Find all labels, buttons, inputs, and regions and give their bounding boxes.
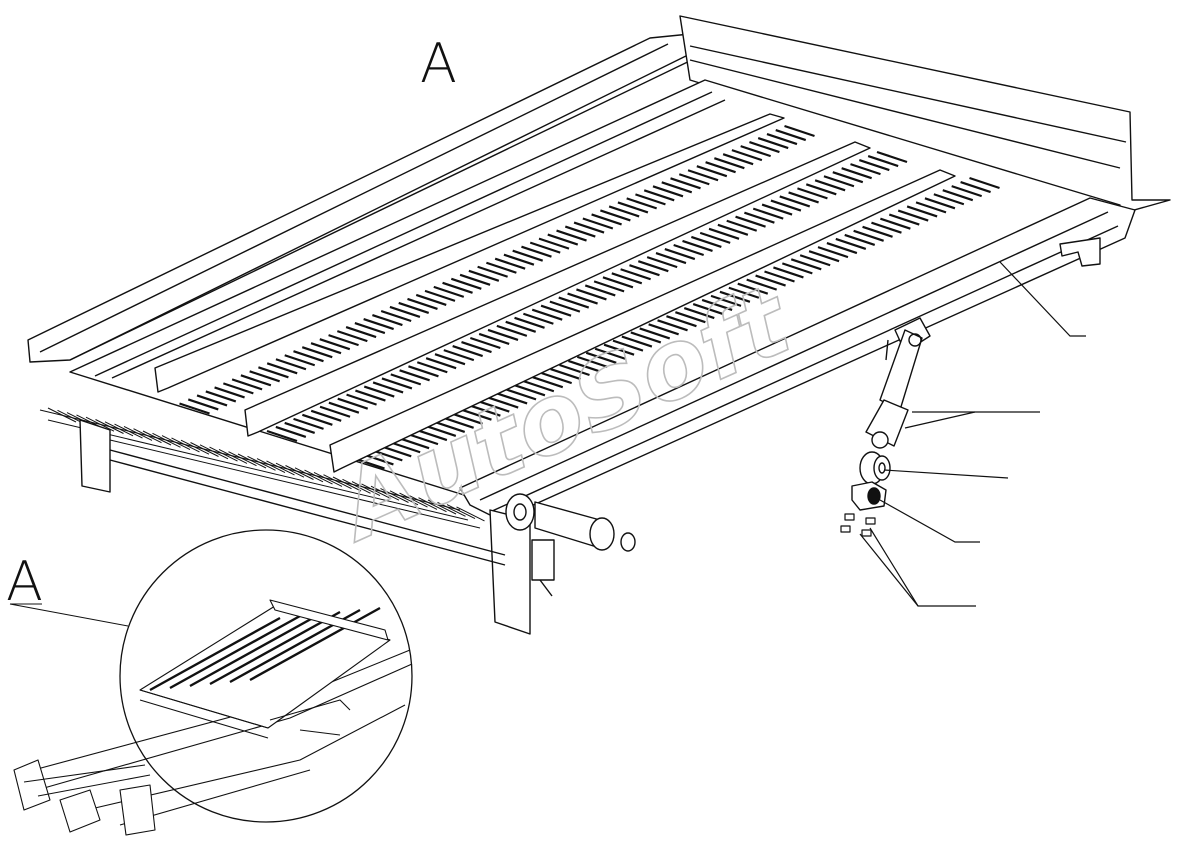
right-side-rail <box>459 197 1136 521</box>
right-bracket <box>1059 237 1101 267</box>
location-detail-view <box>9 529 413 836</box>
front-left-leg <box>79 419 111 493</box>
chassis-frame <box>13 649 413 836</box>
clips <box>840 513 876 537</box>
bearing-housing <box>851 481 887 511</box>
bushing <box>859 451 891 485</box>
detail-leader <box>9 603 129 627</box>
leader-line-bushing <box>883 469 1009 479</box>
sieve-assembly <box>27 15 1171 635</box>
crank-arm <box>865 317 931 449</box>
leader-line-crank-arm <box>904 411 1040 429</box>
view-label-detail: A <box>6 550 43 613</box>
leader-line-rail <box>999 261 1086 337</box>
front-wire-grid <box>39 407 485 529</box>
view-label-main: A <box>420 32 457 95</box>
sieve-slats <box>179 124 1000 470</box>
longitudinal-dividers <box>154 113 956 473</box>
leader-lines <box>859 261 1086 607</box>
drive-shaft <box>505 493 636 552</box>
leader-line-bearing <box>879 499 980 543</box>
